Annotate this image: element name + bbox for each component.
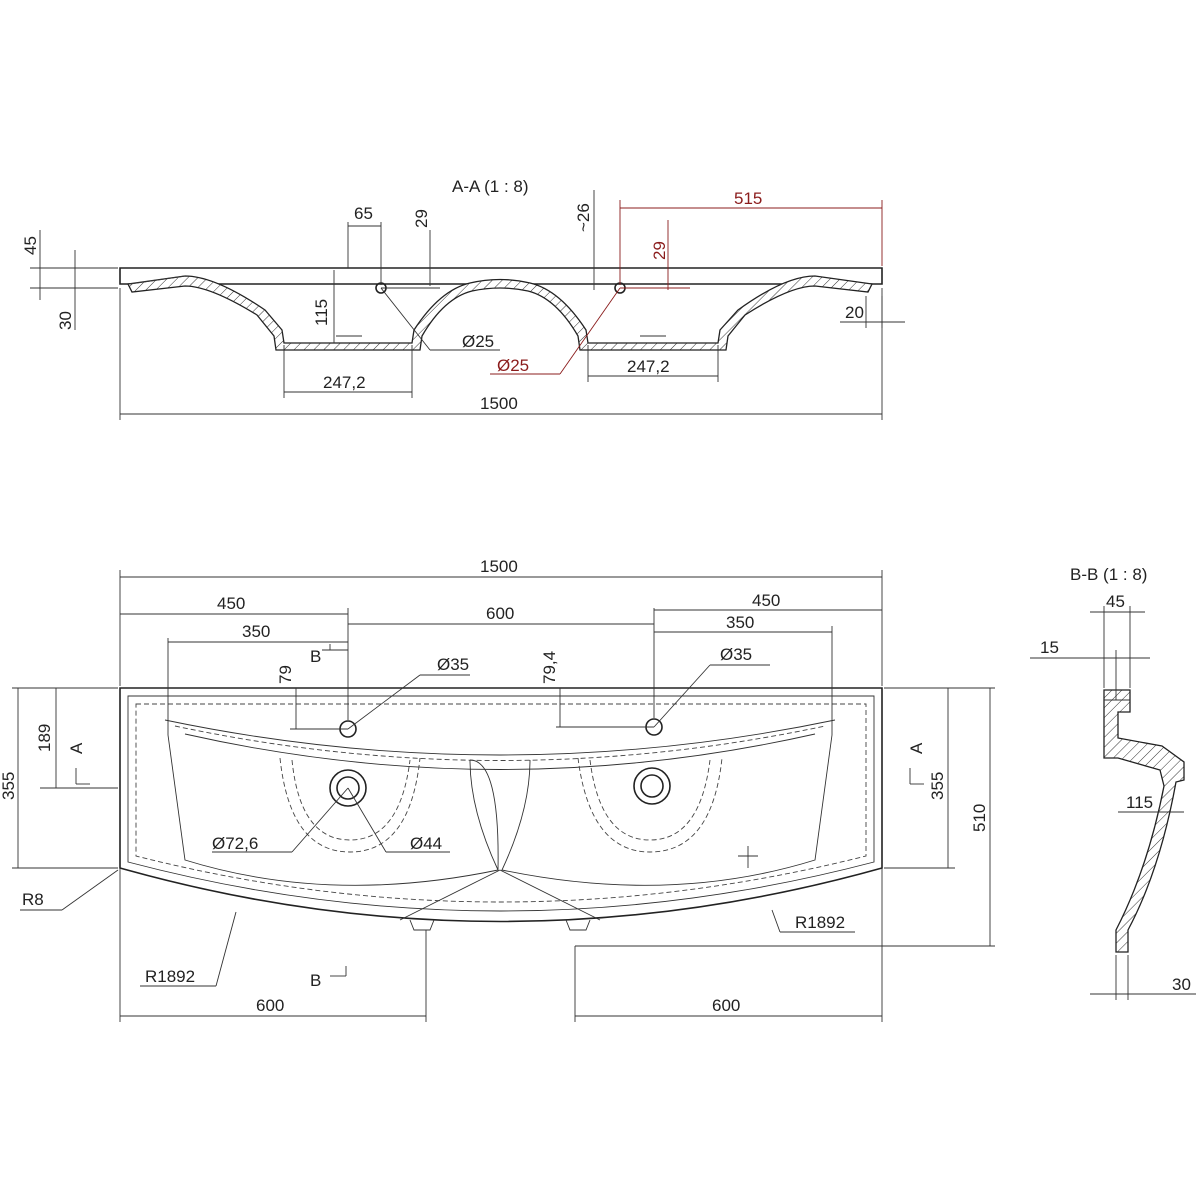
drain-left: [279, 757, 421, 853]
plan-view: 1500 450 600 450 350 350 79 79,4 Ø35 Ø35: [0, 557, 995, 1022]
dim-45-bb: 45: [1106, 592, 1125, 611]
dim-247-right: 247,2: [627, 357, 670, 376]
dim-350-left: 350: [242, 622, 270, 641]
dim-20: 20: [845, 303, 864, 322]
dim-79-4: 79,4: [540, 651, 559, 684]
dim-350-right: 350: [726, 613, 754, 632]
dim-d25: Ø25: [462, 332, 494, 351]
dim-189: 189: [35, 724, 54, 752]
dim-r1892-left: R1892: [145, 967, 195, 986]
dim-45-aa: 45: [21, 236, 40, 255]
basin-outline: [119, 687, 883, 923]
left-bowl-section: [127, 275, 873, 351]
section-aa: A-A (1 : 8) 45 30 65 29 115: [21, 177, 905, 420]
dim-d25-red: Ø25: [497, 356, 529, 375]
dim-d35-right: Ø35: [720, 645, 752, 664]
section-bb: B-B (1 : 8) 45 15 115 30: [1030, 565, 1196, 1000]
dim-515: 515: [734, 189, 762, 208]
dim-30-bb: 30: [1172, 975, 1191, 994]
dim-r8: R8: [22, 890, 44, 909]
section-mark-a-left: A: [67, 742, 86, 754]
dim-1500-aa: 1500: [480, 394, 518, 413]
section-aa-title: A-A (1 : 8): [452, 177, 529, 196]
bb-profile: [1103, 689, 1185, 953]
dim-247-left: 247,2: [323, 373, 366, 392]
dim-510: 510: [970, 804, 989, 832]
dim-30-aa: 30: [56, 311, 75, 330]
drain-right: [577, 757, 723, 853]
dim-450-right: 450: [752, 591, 780, 610]
section-bb-title: B-B (1 : 8): [1070, 565, 1147, 584]
dim-d35-left: Ø35: [437, 655, 469, 674]
dim-d72-6: Ø72,6: [212, 834, 258, 853]
dim-450-left: 450: [217, 594, 245, 613]
section-aa-profile: [119, 267, 883, 351]
section-mark-b-top: B: [310, 647, 321, 666]
dim-600-left: 600: [256, 996, 284, 1015]
dim-26: ~26: [574, 203, 593, 232]
dim-65: 65: [354, 204, 373, 223]
dim-600-right: 600: [712, 996, 740, 1015]
dim-29-red: 29: [650, 241, 669, 260]
dim-115: 115: [312, 299, 331, 326]
dim-15-bb: 15: [1040, 638, 1059, 657]
dim-355-left: 355: [0, 772, 18, 800]
dim-d44: Ø44: [410, 834, 442, 853]
dim-r1892-right: R1892: [795, 913, 845, 932]
dim-355-right: 355: [928, 772, 947, 800]
dim-1500-plan: 1500: [480, 557, 518, 576]
section-mark-b-bottom: B: [310, 971, 321, 990]
dim-79: 79: [276, 665, 295, 684]
dim-600-mid: 600: [486, 604, 514, 623]
dim-115-bb: 115: [1126, 793, 1153, 812]
dim-29: 29: [412, 209, 431, 228]
section-mark-a-right: A: [907, 742, 926, 754]
